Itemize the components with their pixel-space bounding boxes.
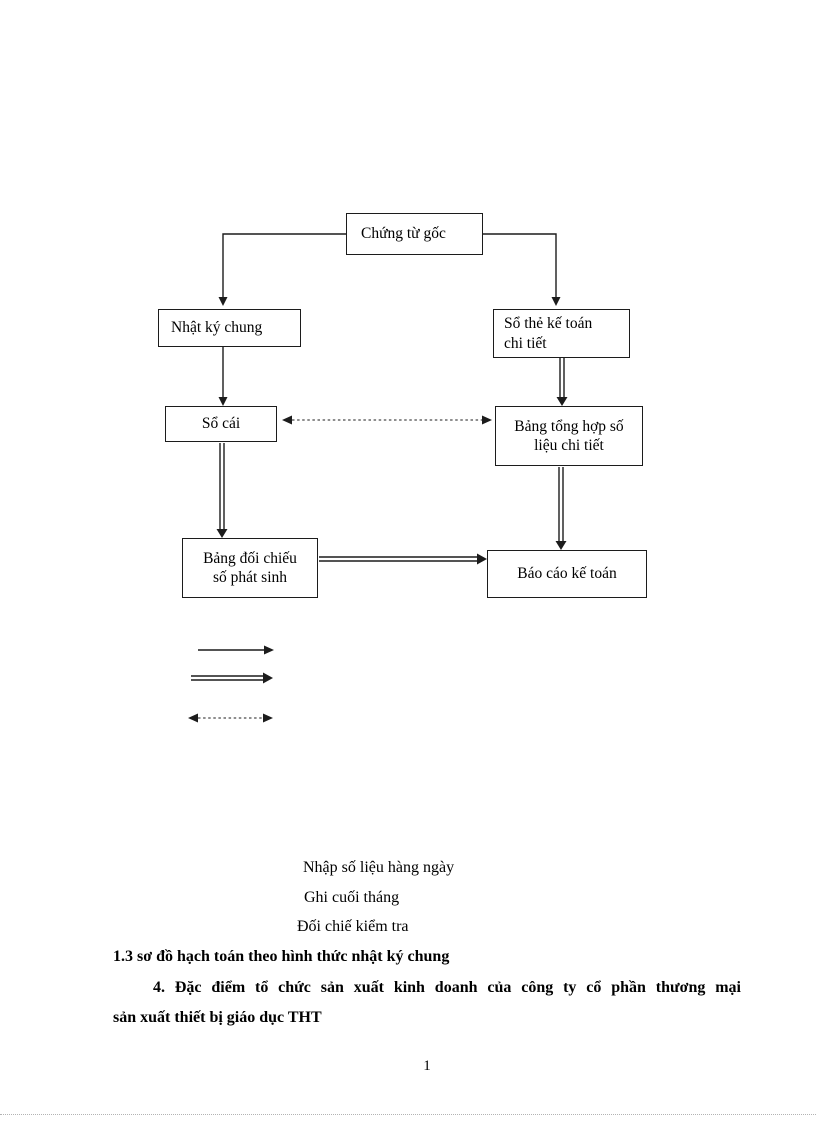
page-break-dotted-line bbox=[0, 1114, 816, 1115]
box-so-the-ke-toan-chi-tiet: Sổ thẻ kế toán chi tiết bbox=[493, 309, 630, 358]
box-bang-doi-chieu-so-phat-sinh: Bảng đối chiếu số phát sinh bbox=[182, 538, 318, 598]
legend-dashed-double-headed-arrow-icon bbox=[188, 713, 273, 723]
double-arrow-bang-doi-chieu-to-bao-cao bbox=[319, 553, 487, 565]
box-so-cai: Sổ cái bbox=[165, 406, 277, 442]
box-nhat-ky-chung-label: Nhật ký chung bbox=[171, 319, 263, 337]
section-4-heading-line2: sản xuất thiết bị giáo dục THT bbox=[113, 1009, 322, 1026]
box-chung-tu-goc-label: Chứng từ gốc bbox=[361, 225, 446, 243]
box-bang-tong-hop-so-lieu-chi-tiet-label: Bảng tổng hợp số liệu chi tiết bbox=[514, 417, 624, 454]
legend-label-month-end-entry: Ghi cuối tháng bbox=[304, 889, 400, 906]
legend-double-solid-arrow-icon bbox=[191, 672, 273, 684]
arrow-nhat-ky-chung-to-so-cai bbox=[218, 347, 228, 406]
double-arrow-so-cai-to-bang-doi-chieu bbox=[216, 443, 228, 538]
box-bang-tong-hop-so-lieu-chi-tiet: Bảng tổng hợp số liệu chi tiết bbox=[495, 406, 643, 466]
box-bao-cao-ke-toan: Báo cáo kế toán bbox=[487, 550, 647, 598]
diagram-arrows-layer bbox=[188, 233, 568, 723]
heading-1-3: 1.3 sơ đồ hạch toán theo hình thức nhật … bbox=[113, 948, 450, 965]
box-so-the-ke-toan-chi-tiet-label: Sổ thẻ kế toán chi tiết bbox=[504, 315, 593, 352]
section-4-heading-line1: 4. Đặc điểm tổ chức sản xuất kinh doanh … bbox=[153, 979, 741, 996]
box-nhat-ky-chung: Nhật ký chung bbox=[158, 309, 301, 347]
arrow-chung-tu-goc-to-so-the-ke-toan bbox=[483, 233, 561, 306]
double-arrow-so-the-to-bang-tong-hop bbox=[556, 358, 568, 406]
box-chung-tu-goc: Chứng từ gốc bbox=[346, 213, 483, 255]
double-arrow-bang-tong-hop-to-bao-cao bbox=[555, 467, 567, 550]
box-bang-doi-chieu-so-phat-sinh-label: Bảng đối chiếu số phát sinh bbox=[203, 549, 297, 586]
box-bao-cao-ke-toan-label: Báo cáo kế toán bbox=[517, 565, 617, 583]
box-so-cai-label: Sổ cái bbox=[201, 415, 241, 433]
legend-label-daily-entry: Nhập số liệu hàng ngày bbox=[303, 859, 455, 876]
arrow-chung-tu-goc-to-nhat-ky-chung bbox=[218, 233, 346, 306]
dashed-arrow-so-cai-bang-tong-hop bbox=[282, 415, 492, 425]
legend-label-reconciliation-check: Đối chiế kiểm tra bbox=[297, 918, 409, 935]
page-number: 1 bbox=[423, 1058, 431, 1074]
legend-single-solid-arrow-icon bbox=[198, 645, 274, 655]
